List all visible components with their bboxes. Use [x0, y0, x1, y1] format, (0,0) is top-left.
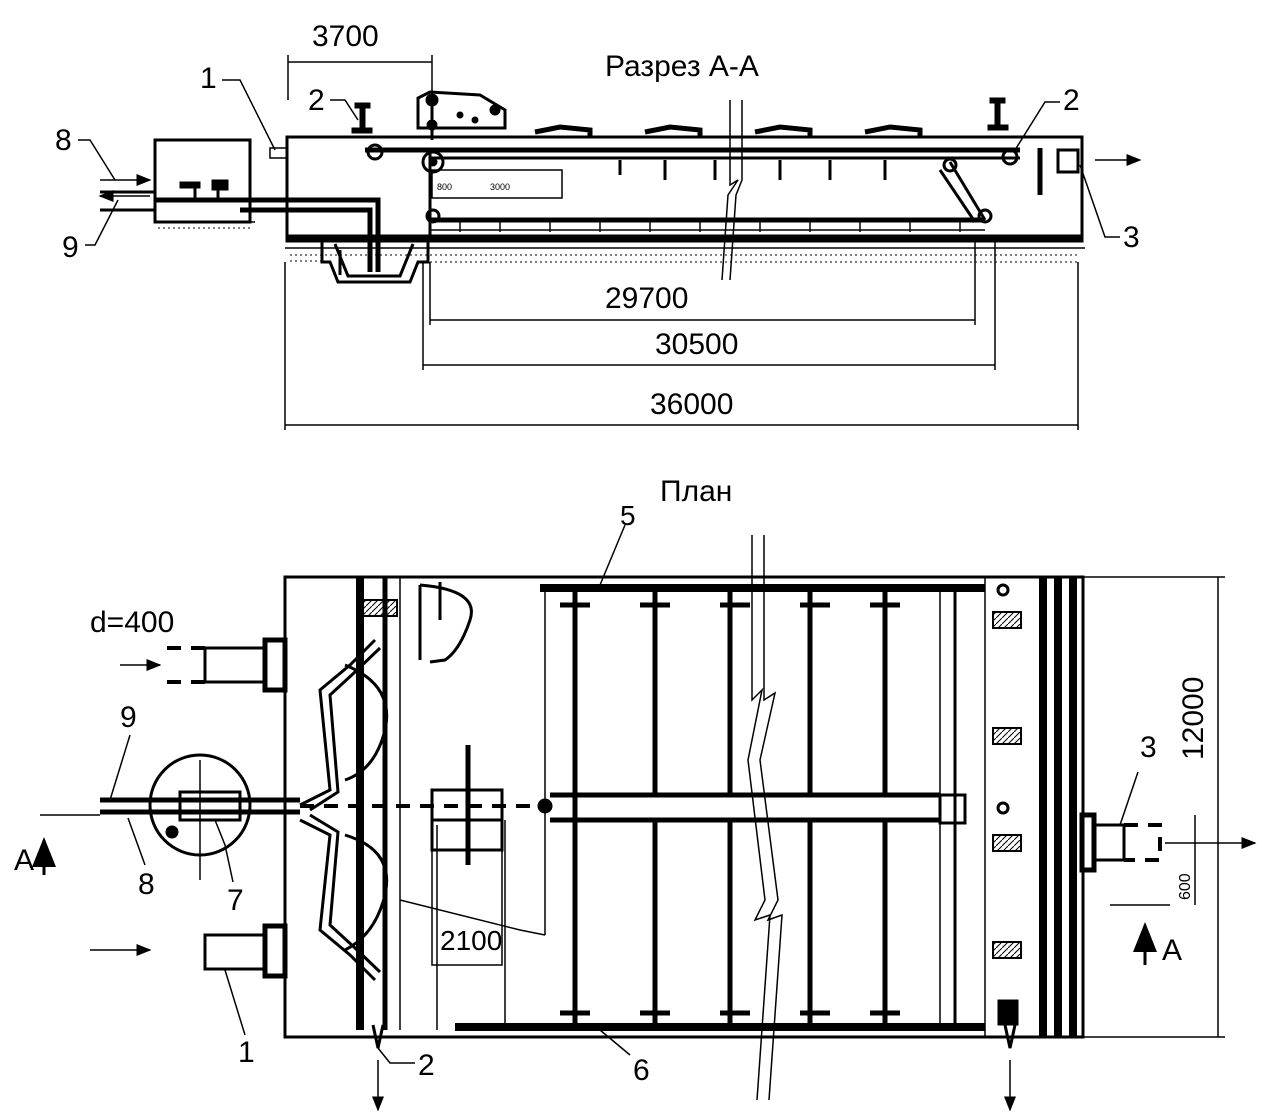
dimension-30500: 30500	[422, 240, 996, 370]
dimension-3700-label: 3700	[312, 20, 379, 53]
plan-callout-8: 8	[138, 868, 155, 901]
callout-8: 8	[55, 124, 72, 157]
section-title: Разрез А-А	[605, 50, 759, 83]
section-mark-right: А	[1110, 904, 1182, 967]
dimension-36000: 36000	[284, 262, 1079, 430]
section-mark-left: А	[14, 837, 56, 877]
plan-callout-2: 2	[418, 1049, 435, 1082]
callout-2-left: 2	[308, 84, 325, 117]
plan-outlet	[1079, 812, 1257, 873]
dimension-3000-label: 3000	[490, 182, 510, 192]
callout-3: 3	[1123, 221, 1140, 254]
plan-callout-9: 9	[120, 701, 137, 734]
dimension-29700: 29700	[429, 240, 976, 325]
callout-9: 9	[62, 231, 79, 264]
plan-callout-3: 3	[1140, 731, 1157, 764]
plan-callouts: 9 8 7 1 2 6 5 3	[109, 500, 1157, 1087]
dimension-600-label: 600	[1177, 873, 1194, 900]
plan-scraper-frames	[455, 584, 985, 1031]
dimension-29700-label: 29700	[605, 282, 688, 315]
tank-body: 800 3000	[240, 90, 1084, 284]
callout-2-right: 2	[1063, 84, 1080, 117]
plan-dimensions: 12000 600 2100	[436, 576, 1225, 1038]
plan-inlet-distribution	[40, 577, 553, 1030]
plan-callout-1: 1	[238, 1036, 255, 1069]
dimension-30500-label: 30500	[655, 328, 738, 361]
plan-callout-7: 7	[227, 884, 244, 917]
dimension-800-label: 800	[437, 182, 452, 192]
svg-text:А: А	[14, 844, 34, 877]
pipe-diameter-label: d=400	[90, 606, 174, 639]
dimension-36000-label: 36000	[650, 388, 733, 421]
plan-right-walls	[361, 577, 1077, 1049]
section-view: Разрез А-А 3700	[55, 20, 1142, 430]
section-callouts: 1 2 2 3 8 9	[55, 62, 1140, 264]
plan-break-line	[747, 535, 783, 1101]
plan-title: План	[660, 475, 732, 508]
section-break-line	[721, 100, 743, 281]
callout-1: 1	[200, 62, 217, 95]
pump-house	[100, 138, 252, 224]
dimension-3700: 3700	[287, 20, 433, 100]
plan-callout-6: 6	[633, 1054, 650, 1087]
plan-callout-5: 5	[620, 500, 636, 531]
plan-tank-outline	[283, 575, 1085, 1039]
dimension-12000-label: 12000	[1177, 677, 1210, 760]
svg-text:А: А	[1162, 934, 1182, 967]
plan-view: План	[14, 475, 1257, 1112]
dimension-2100-label: 2100	[440, 925, 502, 956]
